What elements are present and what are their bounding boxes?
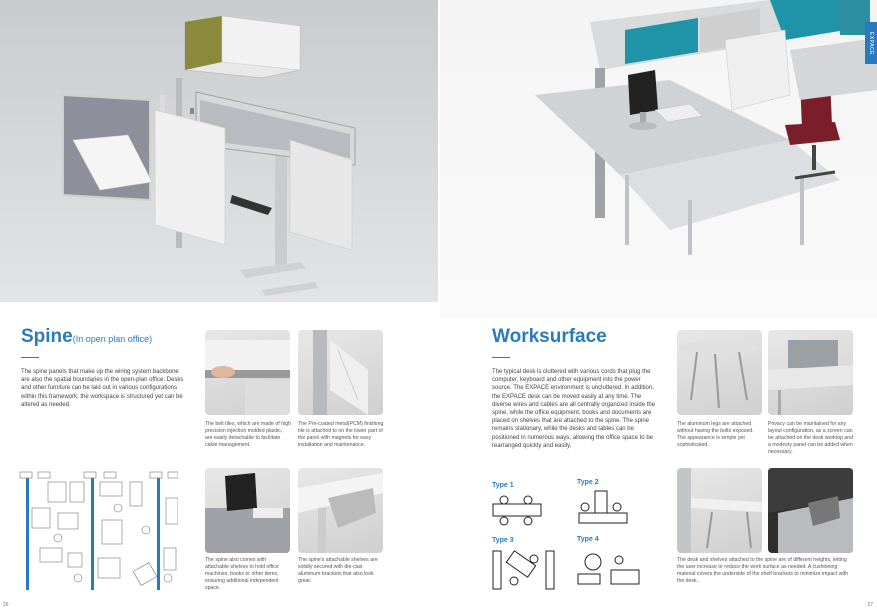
type-1-diagram xyxy=(492,495,542,526)
type-3-diagram xyxy=(492,550,555,590)
spine-floor-plan xyxy=(18,468,179,593)
spine-subtitle: (In open plan office) xyxy=(72,334,153,344)
page-number-right: 27 xyxy=(867,602,873,608)
expace-side-tab: EXPACE xyxy=(865,22,877,64)
aluminum-legs-photo xyxy=(677,330,762,415)
belt-tiles-photo xyxy=(205,330,290,415)
cushion-bracket-photo xyxy=(768,468,853,553)
pcm-tile-photo xyxy=(298,330,383,415)
spine-heading: Spine(In open plan office) xyxy=(21,326,152,348)
shelf-brackets-caption: The spine's attachable shelves are solid… xyxy=(298,557,378,584)
spine-title: Spine xyxy=(21,326,73,347)
spine-shelf-monitor-photo xyxy=(205,468,290,553)
belt-tiles-caption: The belt tiles, which are made of high p… xyxy=(205,421,291,448)
spine-exploded-photo xyxy=(0,0,438,302)
spine-shelves-caption: The spine also comes with attachable she… xyxy=(205,557,279,591)
desk-shelf-heights-photo xyxy=(677,468,762,553)
aluminum-legs-caption: The aluminum legs are attached without h… xyxy=(677,421,754,448)
spine-body-text: The spine panels that make up the wiring… xyxy=(21,369,184,408)
page-number-left: 26 xyxy=(3,602,9,608)
type-1-label: Type 1 xyxy=(492,482,514,489)
worksurface-rule xyxy=(492,357,510,358)
desk-shelf-caption: The desk and shelves attached to the spi… xyxy=(677,557,848,584)
privacy-screen-photo xyxy=(768,330,853,415)
worksurface-body-text: The typical desk is cluttered with vario… xyxy=(492,369,656,449)
shelf-bracket-photo xyxy=(298,468,383,553)
spine-rule xyxy=(21,357,39,358)
type-2-label: Type 2 xyxy=(577,479,599,486)
type-3-label: Type 3 xyxy=(492,537,514,544)
type-4-label: Type 4 xyxy=(577,536,599,543)
type-4-diagram xyxy=(577,553,640,585)
worksurface-heading: Worksurface xyxy=(492,326,607,347)
pcm-tile-caption: The Pre-coated metal(PCM) finishing tile… xyxy=(298,421,384,448)
type-2-diagram xyxy=(578,490,628,524)
worksurface-desk-photo: EXPACE xyxy=(440,0,877,318)
privacy-caption: Privacy can be maintained for any layout… xyxy=(768,421,854,455)
